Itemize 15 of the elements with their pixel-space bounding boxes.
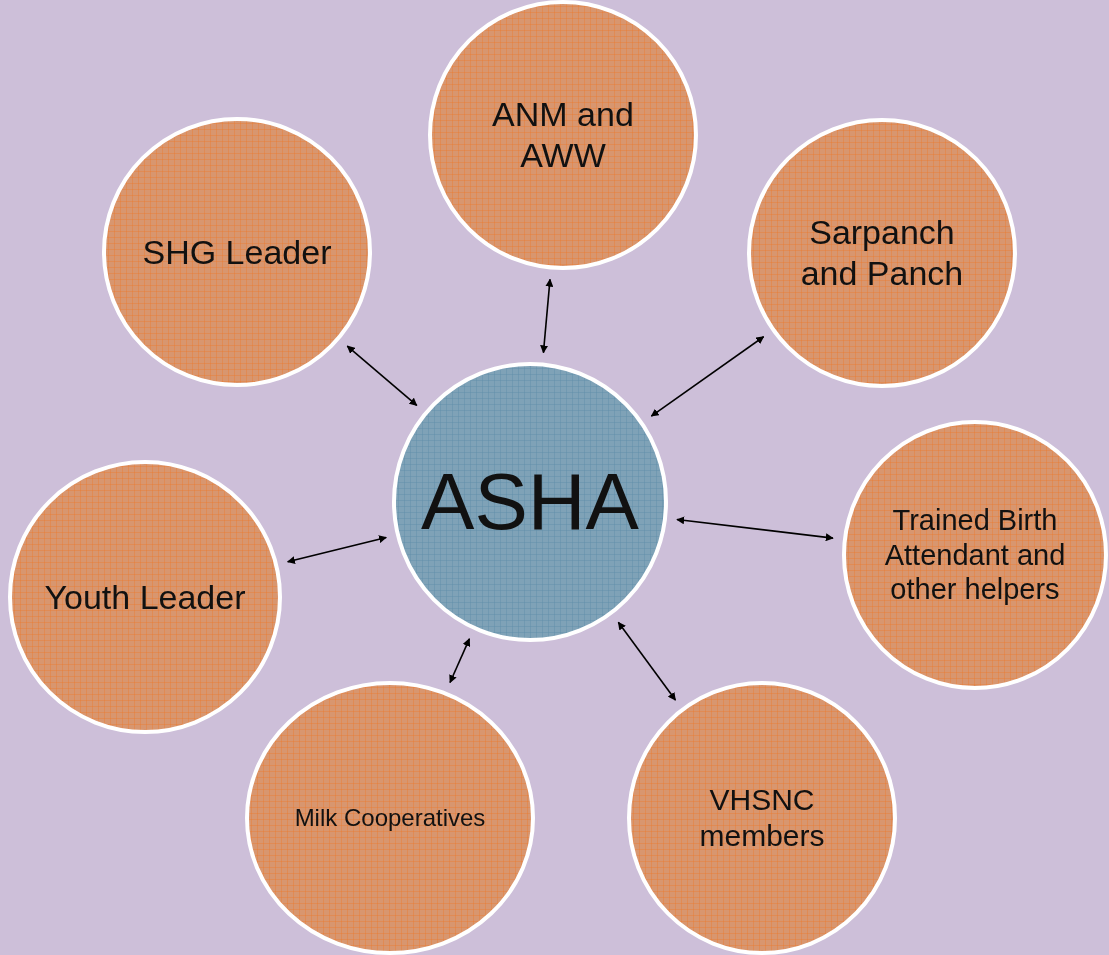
double-arrow: [676, 516, 834, 542]
double-arrow: [449, 638, 471, 684]
role-label: SHG Leader: [142, 231, 332, 273]
role-label: Milk Cooperatives: [294, 803, 486, 833]
role-label: Trained Birth Attendant and other helpers: [883, 502, 1067, 608]
double-arrow: [286, 535, 387, 564]
double-arrow: [346, 345, 418, 407]
double-arrow: [650, 335, 765, 417]
role-label: ANM and AWW: [491, 94, 635, 176]
double-arrow: [617, 621, 677, 701]
double-arrow: [540, 278, 554, 354]
role-label: Sarpanch and Panch: [799, 212, 965, 294]
role-label: VHSNC members: [698, 782, 826, 854]
center-label: ASHA: [421, 456, 639, 548]
role-label: Youth Leader: [44, 576, 246, 618]
